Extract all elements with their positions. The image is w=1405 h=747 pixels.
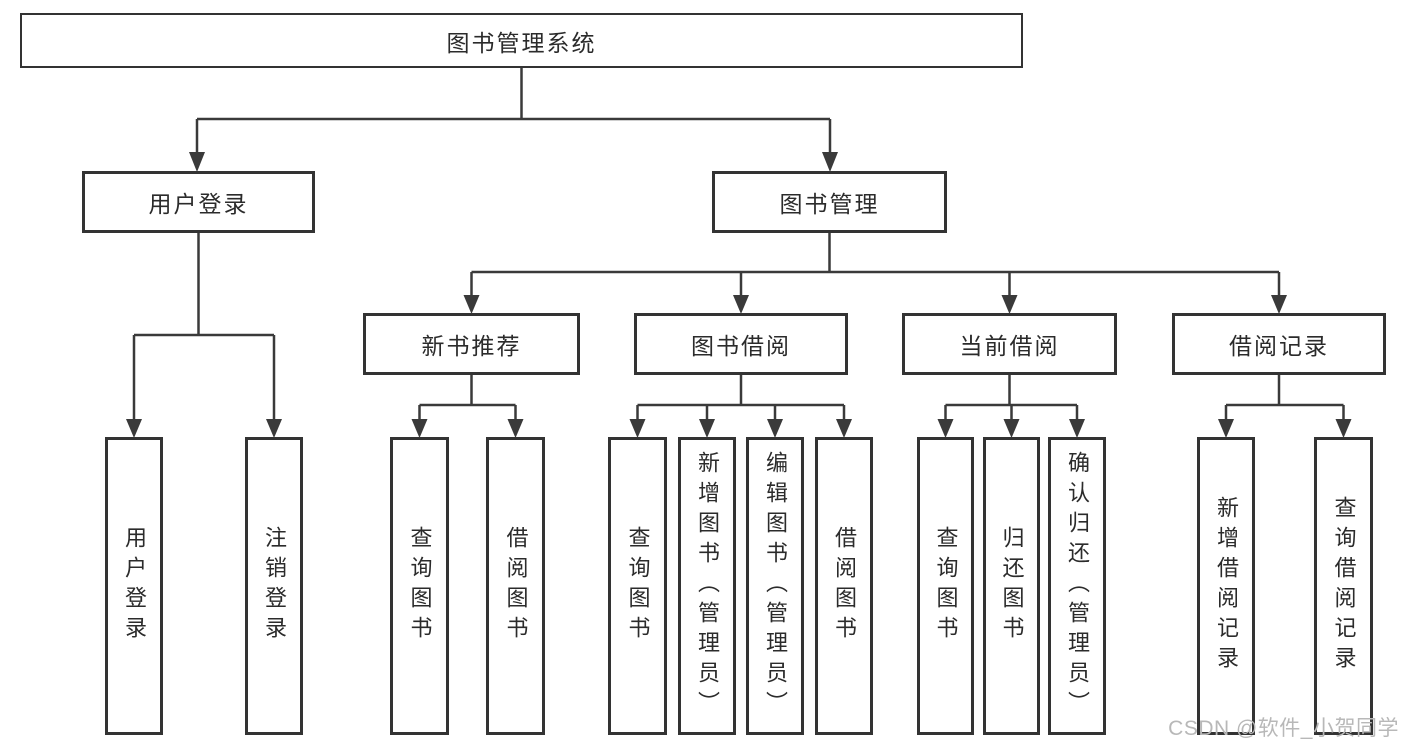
leaf-borrow-borrow-books: 借阅图书 bbox=[815, 437, 873, 735]
arrowhead bbox=[822, 152, 838, 172]
leaf-user-login: 用户登录 bbox=[105, 437, 163, 735]
leaf-logout-label: 注销登录 bbox=[262, 526, 287, 646]
arrowhead bbox=[767, 419, 783, 438]
arrowhead bbox=[1001, 295, 1018, 314]
leaf-current-return-books: 归还图书 bbox=[983, 437, 1040, 735]
arrowhead bbox=[463, 295, 480, 314]
arrowhead bbox=[1069, 419, 1085, 438]
connector-root-to-level2 bbox=[189, 68, 838, 172]
connector-book-borrow-children bbox=[629, 375, 852, 438]
csdn-watermark: CSDN @软件_小贺同学 bbox=[1168, 717, 1399, 740]
leaf-records-query-record-label: 查询借阅记录 bbox=[1331, 496, 1357, 676]
connector-current-borrow-children bbox=[937, 375, 1085, 438]
connector-user-login-children bbox=[126, 233, 282, 438]
leaf-records-add-record-label: 新增借阅记录 bbox=[1214, 496, 1239, 676]
connector-borrow-records-children bbox=[1218, 375, 1352, 438]
node-book-management: 图书管理 bbox=[712, 171, 947, 233]
leaf-user-login-label: 用户登录 bbox=[122, 526, 147, 646]
arrowhead bbox=[1335, 419, 1352, 438]
arrowhead bbox=[411, 419, 428, 438]
leaf-recommend-query-books: 查询图书 bbox=[390, 437, 449, 735]
leaf-logout: 注销登录 bbox=[245, 437, 303, 735]
leaf-current-query-books-label: 查询图书 bbox=[933, 526, 959, 646]
node-library-management-system: 图书管理系统 bbox=[20, 13, 1023, 68]
node-new-book-recommend-label: 新书推荐 bbox=[421, 333, 522, 359]
arrowhead bbox=[937, 419, 954, 438]
arrowhead bbox=[1218, 419, 1234, 438]
node-user-login-label: 用户登录 bbox=[148, 191, 249, 217]
leaf-borrow-borrow-books-label: 借阅图书 bbox=[832, 526, 857, 646]
arrowhead bbox=[507, 419, 524, 438]
leaf-current-return-books-label: 归还图书 bbox=[999, 526, 1025, 646]
arrowhead bbox=[629, 419, 646, 438]
node-book-management-label: 图书管理 bbox=[779, 191, 880, 217]
arrowhead bbox=[836, 419, 852, 438]
arrowhead bbox=[699, 419, 715, 438]
arrowhead bbox=[189, 152, 205, 172]
leaf-records-query-record: 查询借阅记录 bbox=[1314, 437, 1373, 735]
connector-new-book-recommend-children bbox=[411, 375, 524, 438]
leaf-recommend-borrow-books-label: 借阅图书 bbox=[503, 526, 529, 646]
node-borrow-records-label: 借阅记录 bbox=[1229, 333, 1329, 359]
leaf-recommend-query-books-label: 查询图书 bbox=[407, 526, 433, 646]
leaf-records-add-record: 新增借阅记录 bbox=[1197, 437, 1255, 735]
leaf-borrow-query-books-label: 查询图书 bbox=[625, 526, 651, 646]
leaf-borrow-add-books-admin: 新增图书（管理员） bbox=[678, 437, 736, 735]
leaf-current-confirm-return-admin-label: 确认归还（管理员） bbox=[1065, 451, 1090, 721]
leaf-borrow-edit-books-admin: 编辑图书（管理员） bbox=[746, 437, 804, 735]
leaf-recommend-borrow-books: 借阅图书 bbox=[486, 437, 545, 735]
node-current-borrow: 当前借阅 bbox=[902, 313, 1117, 375]
arrowhead bbox=[266, 419, 282, 438]
leaf-current-confirm-return-admin: 确认归还（管理员） bbox=[1048, 437, 1106, 735]
node-user-login: 用户登录 bbox=[82, 171, 315, 233]
connector-book-management-children bbox=[463, 233, 1287, 314]
node-borrow-records: 借阅记录 bbox=[1172, 313, 1386, 375]
leaf-borrow-add-books-admin-label: 新增图书（管理员） bbox=[695, 451, 720, 721]
arrowhead bbox=[1003, 419, 1020, 438]
node-book-borrow: 图书借阅 bbox=[634, 313, 848, 375]
node-book-borrow-label: 图书借阅 bbox=[691, 333, 791, 359]
leaf-borrow-edit-books-admin-label: 编辑图书（管理员） bbox=[763, 451, 788, 721]
node-current-borrow-label: 当前借阅 bbox=[959, 333, 1060, 359]
leaf-borrow-query-books: 查询图书 bbox=[608, 437, 667, 735]
arrowhead bbox=[126, 419, 142, 438]
arrowhead bbox=[733, 295, 749, 314]
node-new-book-recommend: 新书推荐 bbox=[363, 313, 580, 375]
node-library-management-system-label: 图书管理系统 bbox=[446, 29, 597, 56]
arrowhead bbox=[1271, 295, 1287, 314]
leaf-current-query-books: 查询图书 bbox=[917, 437, 974, 735]
